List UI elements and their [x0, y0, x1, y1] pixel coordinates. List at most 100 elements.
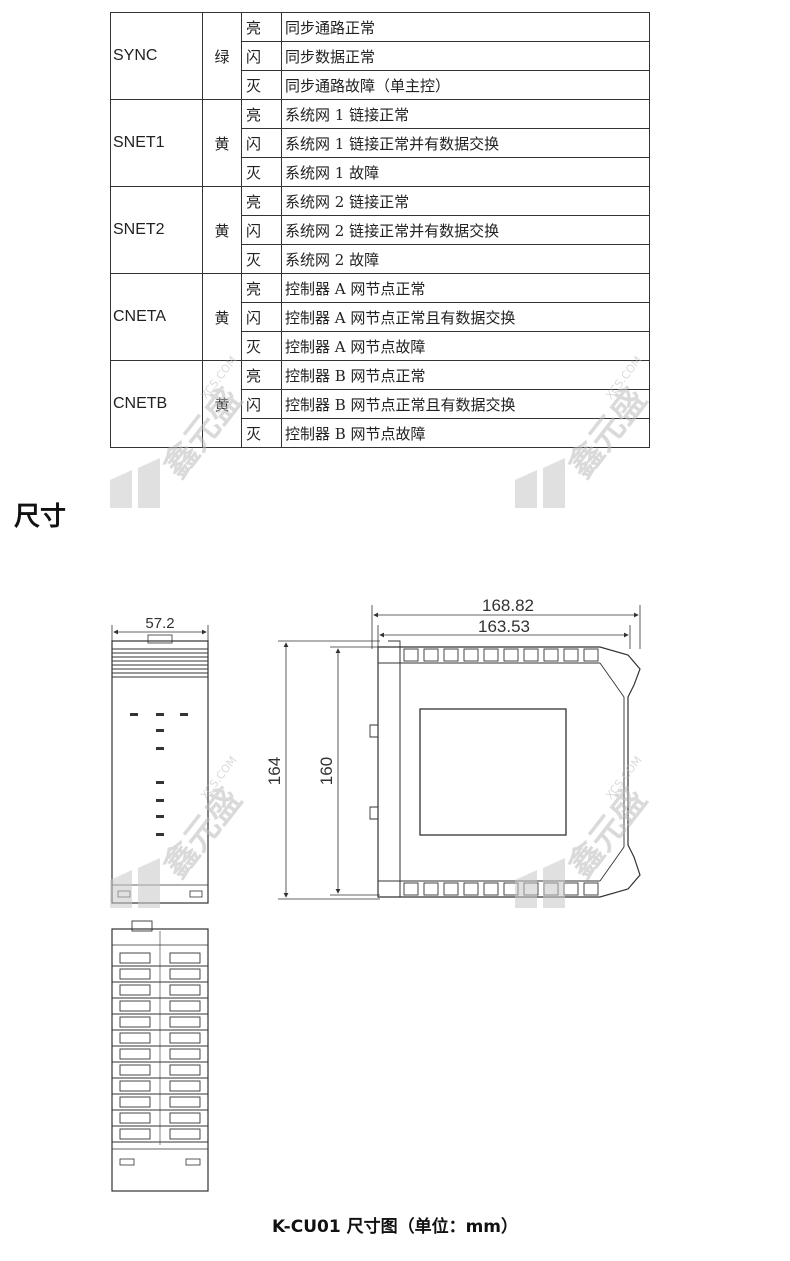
table-row: 闪系统网 1 链接正常并有数据交换: [111, 128, 650, 158]
figure-caption: K-CU01 尺寸图（单位：mm）: [271, 1217, 519, 1237]
led-color: 黄: [202, 273, 242, 361]
width-dimension-label: 57.2: [145, 615, 174, 632]
table-row: 闪同步数据正常: [111, 41, 650, 71]
overall-depth-label: 168.82: [482, 596, 534, 615]
body-height-label: 160: [317, 757, 336, 785]
terminal-block: [169, 1000, 201, 1012]
led-state: 亮: [241, 99, 282, 129]
terminal-block: [119, 1048, 151, 1060]
terminal-block: [119, 952, 151, 964]
terminal-block: [119, 1080, 151, 1092]
terminal-slot: [523, 648, 539, 662]
terminal-block: [119, 1016, 151, 1028]
state-description: 系统网 1 故障: [281, 157, 650, 187]
terminal-slot: [443, 882, 459, 896]
terminal-block: [119, 1032, 151, 1044]
state-description: 同步数据正常: [281, 41, 650, 71]
terminal-slot: [503, 648, 519, 662]
terminal-block: [169, 952, 201, 964]
table-row: 闪控制器 A 网节点正常且有数据交换: [111, 302, 650, 332]
terminal-block: [169, 984, 201, 996]
signal-name: SYNC: [110, 12, 203, 100]
led-state: 灭: [241, 418, 282, 448]
terminal-slot: [483, 648, 499, 662]
signal-name: SNET1: [110, 99, 203, 187]
state-description: 系统网 2 链接正常并有数据交换: [281, 215, 650, 245]
table-row: 灭同步通路故障（单主控）: [111, 70, 650, 100]
led-state: 灭: [241, 244, 282, 274]
signal-name: CNETB: [110, 360, 203, 448]
state-description: 同步通路正常: [281, 12, 650, 42]
terminal-block: [119, 984, 151, 996]
terminal-slot: [583, 882, 599, 896]
state-description: 系统网 1 链接正常并有数据交换: [281, 128, 650, 158]
terminal-slot: [483, 882, 499, 896]
dimension-drawing: 57.2: [111, 596, 641, 1192]
led-state: 亮: [241, 360, 282, 390]
terminal-block: [169, 1096, 201, 1108]
state-description: 系统网 2 链接正常: [281, 186, 650, 216]
state-description: 控制器 B 网节点正常且有数据交换: [281, 389, 650, 419]
body-depth-label: 163.53: [478, 617, 530, 636]
terminal-slot: [523, 882, 539, 896]
terminal-slot: [443, 648, 459, 662]
state-description: 控制器 B 网节点正常: [281, 360, 650, 390]
signal-name: CNETA: [110, 273, 203, 361]
table-row: 灭控制器 A 网节点故障: [111, 331, 650, 361]
table-row: 灭系统网 2 故障: [111, 244, 650, 274]
led-color: 黄: [202, 99, 242, 187]
state-description: 控制器 A 网节点正常且有数据交换: [281, 302, 650, 332]
terminal-slot: [403, 648, 419, 662]
terminal-block: [119, 1112, 151, 1124]
led-state: 亮: [241, 273, 282, 303]
terminal-slot: [503, 882, 519, 896]
terminal-slot: [463, 882, 479, 896]
state-description: 控制器 A 网节点正常: [281, 273, 650, 303]
led-state: 闪: [241, 389, 282, 419]
led-color: 黄: [202, 186, 242, 274]
led-color: 绿: [202, 12, 242, 100]
led-state: 亮: [241, 12, 282, 42]
terminal-slot: [403, 882, 419, 896]
led-indicator: [156, 833, 164, 836]
state-description: 系统网 1 链接正常: [281, 99, 650, 129]
led-state: 灭: [241, 331, 282, 361]
table-row: 灭系统网 1 故障: [111, 157, 650, 187]
terminal-slot: [423, 882, 439, 896]
led-color: 黄: [202, 360, 242, 448]
led-state: 闪: [241, 302, 282, 332]
terminal-block: [169, 1112, 201, 1124]
terminal-block: [119, 968, 151, 980]
terminal-block: [119, 1128, 151, 1140]
terminal-slot: [583, 648, 599, 662]
led-state: 灭: [241, 157, 282, 187]
terminal-slot: [563, 882, 579, 896]
led-indicator: [156, 781, 164, 784]
bottom-view: [111, 920, 209, 1192]
terminal-block: [169, 1032, 201, 1044]
led-state: 闪: [241, 128, 282, 158]
terminal-block: [169, 1016, 201, 1028]
led-indicator: [180, 713, 188, 716]
led-state: 灭: [241, 70, 282, 100]
led-indicator: [156, 799, 164, 802]
overall-height-label: 164: [265, 757, 284, 785]
led-indicator: [156, 747, 164, 750]
section-title: 尺寸: [14, 502, 67, 532]
terminal-block: [169, 1048, 201, 1060]
side-view: [278, 605, 641, 900]
terminal-slot: [423, 648, 439, 662]
terminal-slot: [543, 648, 559, 662]
state-description: 同步通路故障（单主控）: [281, 70, 650, 100]
state-description: 控制器 B 网节点故障: [281, 418, 650, 448]
led-state: 亮: [241, 186, 282, 216]
signal-name: SNET2: [110, 186, 203, 274]
terminal-block: [119, 1064, 151, 1076]
state-description: 系统网 2 故障: [281, 244, 650, 274]
terminal-block: [169, 968, 201, 980]
